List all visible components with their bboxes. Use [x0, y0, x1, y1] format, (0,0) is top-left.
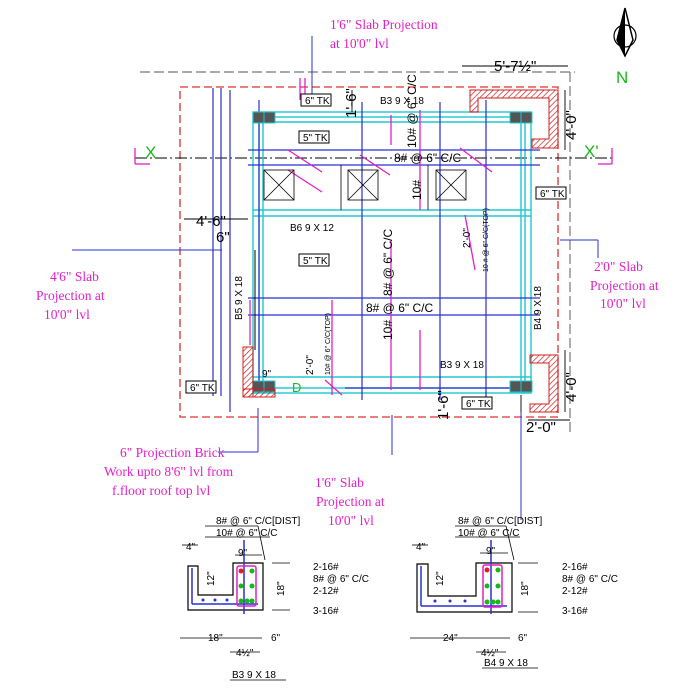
tk-tag: 6" TK	[185, 380, 217, 394]
beam-label-b5: B5 9 X 18	[234, 276, 245, 320]
svg-text:2-16#: 2-16#	[313, 562, 339, 573]
d-mark: D	[292, 380, 301, 395]
beam-label-b6: B6 9 X 12	[290, 223, 334, 234]
rebar-top-horizontal: 8# @ 6" C/C	[394, 151, 461, 165]
dim-9-inch: 9"	[262, 369, 272, 380]
dim-right-4-0-top: 4'-0"	[563, 110, 580, 140]
note-top-slab: 1'6" Slab Projection at 10'0" lvl	[330, 17, 438, 51]
svg-text:5" TK: 5" TK	[303, 256, 328, 267]
dim-left-6: 6"	[216, 229, 230, 246]
north-arrow-icon	[613, 7, 637, 58]
svg-text:9": 9"	[486, 546, 496, 557]
slab-projection-outline	[179, 86, 559, 418]
svg-text:Work upto 8'6" lvl from: Work upto 8'6" lvl from	[104, 464, 234, 479]
beam-label-b3-bottom: B3 9 X 18	[440, 360, 484, 371]
svg-text:8# @ 6" C/C: 8# @ 6" C/C	[562, 574, 618, 585]
dim-inner-2-0-bottom: 2'-0"	[305, 355, 316, 375]
rebar-bottom-small: 10# @ 6" C/C(TOP)	[325, 313, 332, 375]
rebar-top-vertical: 10# @ 6" C/C	[405, 74, 419, 148]
svg-text:4½": 4½"	[236, 648, 254, 659]
svg-text:6": 6"	[271, 633, 281, 644]
svg-text:8# @ 6" C/C: 8# @ 6" C/C	[313, 574, 369, 585]
note-right-slab: 2'0" Slab Projection at 10'0" lvl	[590, 259, 659, 311]
svg-text:6" TK: 6" TK	[540, 189, 565, 200]
tk-tag: 6" TK	[535, 186, 567, 200]
svg-text:8# @ 6" C/C[DIST]: 8# @ 6" C/C[DIST]	[458, 516, 542, 527]
rebar-mid-horizontal: 8# @ 6" C/C	[366, 301, 433, 315]
svg-text:2'0" Slab: 2'0" Slab	[594, 259, 643, 274]
svg-text:f.floor roof top lvl: f.floor roof top lvl	[112, 483, 210, 498]
dim-left-4-6: 4'-6"	[196, 213, 226, 230]
dim-right-4-0-bottom: 4'-0"	[563, 372, 580, 402]
section-title-b3: B3 9 X 18	[232, 670, 276, 681]
svg-text:10'0" lvl: 10'0" lvl	[600, 296, 646, 311]
svg-text:at 10'0" lvl: at 10'0" lvl	[330, 36, 389, 51]
svg-text:5" TK: 5" TK	[303, 133, 328, 144]
svg-text:1'6" Slab Projection: 1'6" Slab Projection	[330, 17, 438, 32]
beam-label-b4: B4 9 X 18	[533, 286, 544, 330]
dim-bottom-1-6: 1'-6"	[435, 390, 452, 420]
dim-top-right: 5'-7½"	[494, 58, 536, 75]
dim-right-2-0: 2'-0"	[526, 419, 556, 436]
svg-text:6" TK: 6" TK	[190, 383, 215, 394]
tk-tag: 5" TK	[298, 253, 330, 267]
svg-text:Projection at: Projection at	[590, 278, 659, 293]
svg-text:4": 4"	[416, 542, 426, 553]
svg-text:3-16#: 3-16#	[562, 606, 588, 617]
dim-inner-2-0-top: 2'-0"	[462, 228, 473, 248]
svg-text:6" TK: 6" TK	[466, 399, 491, 410]
svg-text:12": 12"	[435, 571, 446, 586]
north-label: N	[616, 68, 628, 87]
svg-text:4½": 4½"	[481, 648, 499, 659]
svg-text:4'6" Slab: 4'6" Slab	[50, 269, 99, 284]
tk-tag: 6" TK	[461, 396, 493, 410]
svg-text:Projection at: Projection at	[36, 288, 105, 303]
svg-text:6" TK: 6" TK	[305, 96, 330, 107]
tk-tag: 5" TK	[298, 130, 330, 144]
svg-text:18": 18"	[276, 581, 287, 596]
svg-text:9": 9"	[238, 548, 248, 559]
opening-boxes	[263, 165, 467, 210]
note-left-slab: 4'6" Slab Projection at 10'0" lvl	[36, 269, 105, 322]
rebar-mid-10: 10#	[381, 320, 395, 340]
svg-text:10# @ 6" C/C: 10# @ 6" C/C	[216, 528, 278, 539]
grid-label-x: X	[145, 143, 156, 162]
svg-text:10'0" lvl: 10'0" lvl	[44, 307, 90, 322]
brick-wall-hatch	[242, 89, 559, 413]
rebar-top-small: 10 # @ 6" C/C(TOP)	[483, 208, 490, 272]
svg-text:18": 18"	[520, 581, 531, 596]
svg-text:8# @ 6" C/C[DIST]: 8# @ 6" C/C[DIST]	[216, 516, 300, 527]
grid-label-x-prime: X'	[584, 142, 599, 161]
svg-text:10# @ 6" C/C: 10# @ 6" C/C	[458, 528, 520, 539]
svg-text:24": 24"	[443, 633, 458, 644]
rebar-mid-vertical: 8# @ 6" C/C	[381, 229, 395, 296]
rebar-top-10: 10#	[410, 180, 424, 200]
svg-text:4": 4"	[186, 542, 196, 553]
svg-text:1'6" Slab: 1'6" Slab	[315, 475, 364, 490]
svg-text:18": 18"	[208, 633, 223, 644]
note-bottom-slab: 1'6" Slab Projection at 10'0" lvl	[315, 475, 385, 528]
section-detail-b4: 8# @ 6" C/C[DIST] 10# @ 6" C/C 4" 9" 12"…	[410, 516, 618, 669]
svg-text:2-12#: 2-12#	[313, 586, 339, 597]
svg-text:Projection at: Projection at	[316, 494, 385, 509]
svg-text:10'0" lvl: 10'0" lvl	[328, 513, 374, 528]
tk-tag: 6" TK	[300, 93, 332, 107]
svg-text:3-16#: 3-16#	[313, 606, 339, 617]
note-brick-work: 6" Projection Brick Work upto 8'6" lvl f…	[104, 445, 234, 498]
section-title-b4: B4 9 X 18	[484, 658, 528, 669]
svg-text:6" Projection Brick: 6" Projection Brick	[120, 445, 225, 460]
svg-text:12": 12"	[206, 571, 217, 586]
beam-label-b3-top: B3 9 X 18	[380, 96, 424, 107]
svg-text:6": 6"	[518, 633, 528, 644]
svg-text:2-16#: 2-16#	[562, 562, 588, 573]
dim-top-1-6: 1'-6"	[343, 88, 360, 118]
section-detail-b3: 8# @ 6" C/C[DIST] 10# @ 6" C/C 4" 9" 12"…	[180, 516, 369, 681]
svg-text:2-12#: 2-12#	[562, 586, 588, 597]
